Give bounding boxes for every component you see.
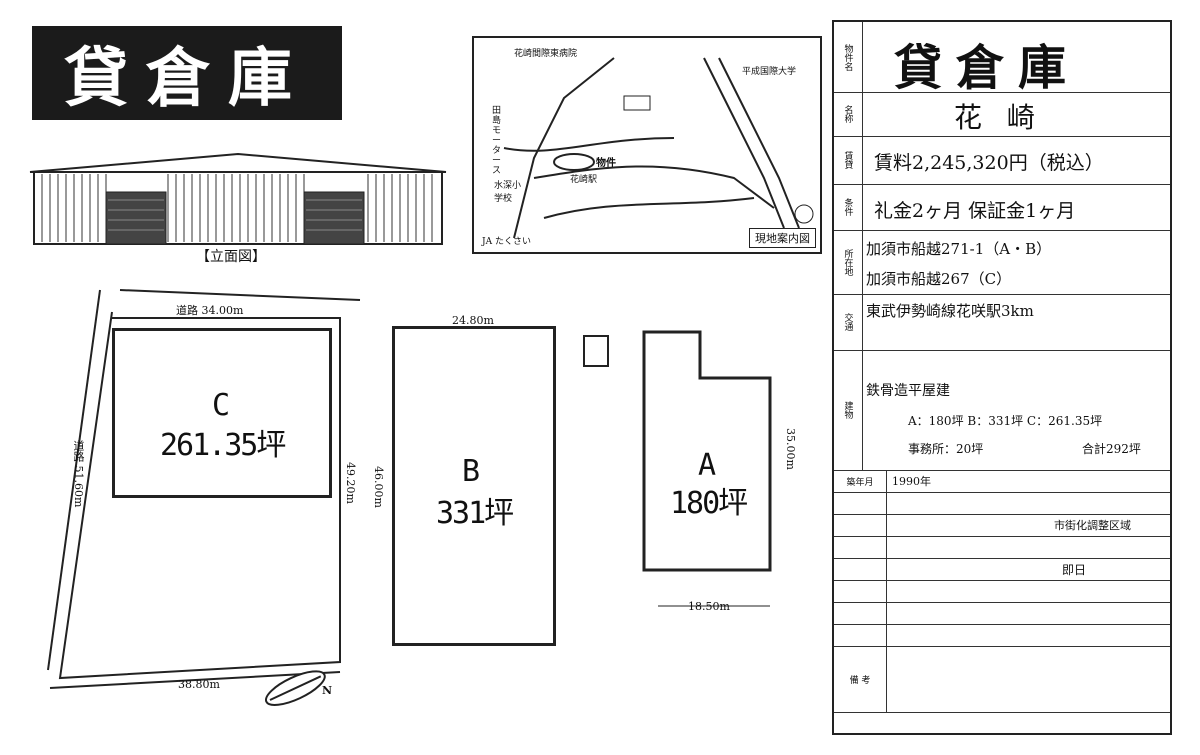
label-name: 名称: [834, 92, 863, 136]
building-c-label: C: [212, 388, 230, 423]
office-value: 事務所：20坪: [908, 442, 984, 456]
row-notes: 備 考: [834, 646, 1170, 713]
label-building: 建物: [834, 350, 863, 470]
label-blank-1: [834, 492, 887, 514]
building-b-outline: [392, 326, 556, 646]
address-line-2: 加須市船越267（C）: [866, 270, 1012, 288]
title-banner: 貸倉庫: [32, 26, 342, 120]
site-outline: [47, 289, 361, 706]
road-left-dim: 道路 51.60m: [72, 440, 85, 508]
zoning-value: 市街化調整区域: [1054, 519, 1131, 532]
table-title: 貸倉庫: [894, 40, 1081, 96]
label-rent: 賃貸: [834, 136, 863, 184]
transport-value: 東武伊勢崎線花咲駅3km: [866, 302, 1034, 320]
row-address: 所在地 加須市船越271-1（A・B） 加須市船越267（C）: [834, 230, 1170, 295]
building-b-area: 331坪: [436, 496, 514, 531]
label-zoning: [834, 514, 887, 536]
building-c-height: 49.20m: [344, 462, 357, 504]
row-title: 物件名 貸倉庫: [834, 22, 1170, 96]
structure-value: 鉄骨造平屋建: [866, 383, 950, 399]
areas-value: A：180坪 B：331坪 C：261.35坪: [908, 414, 1103, 428]
map-label-hospital: 花崎間際東病院: [514, 49, 578, 59]
row-built-year: 築年月 1990年: [834, 470, 1170, 493]
built-year-value: 1990年: [892, 475, 931, 488]
building-a-width: 18.50m: [688, 600, 730, 613]
row-blank-5: [834, 624, 1170, 647]
label-blank-4: [834, 602, 887, 624]
label-blank-2: [834, 536, 887, 558]
building-a-outline: [583, 330, 772, 607]
move-in-value: 即日: [1062, 563, 1087, 577]
map-label-motors: 田島モータース: [492, 106, 502, 176]
rent-value: 賃料2,245,320円（税込）: [874, 152, 1104, 174]
row-blank-3: [834, 580, 1170, 603]
label-transport: 交通: [834, 294, 863, 350]
deposit-value: 礼金2ヶ月 保証金1ヶ月: [874, 200, 1076, 222]
building-c-outline: [112, 328, 332, 498]
map-label-university: 平成国際大学: [742, 67, 797, 77]
building-b-height: 46.00m: [372, 466, 385, 508]
building-a-height: 35.00m: [784, 428, 797, 470]
row-move-in: 即日: [834, 558, 1170, 581]
row-blank-4: [834, 602, 1170, 625]
label-built-year: 築年月: [834, 470, 887, 492]
building-c-area: 261.35坪: [160, 428, 286, 463]
road-bottom-dim: 38.80m: [178, 678, 220, 691]
label-notes: 備 考: [834, 646, 887, 712]
row-blank-2: [834, 536, 1170, 559]
label-title: 物件名: [834, 22, 863, 92]
north-arrow: N: [322, 684, 333, 697]
map-label-property: 物件: [596, 158, 616, 169]
property-name: 花 崎: [954, 101, 1043, 134]
map-label-school: 水深小学校: [494, 181, 522, 204]
building-b-width: 24.80m: [452, 314, 494, 327]
elevation-drawing: [29, 152, 447, 245]
row-deposit: 条件 礼金2ヶ月 保証金1ヶ月: [834, 184, 1170, 231]
map-title: 現地案内図: [749, 228, 816, 248]
label-deposit: 条件: [834, 184, 863, 230]
building-a-area: 180坪: [670, 486, 748, 521]
building-a-label: A: [698, 448, 716, 483]
road-top-dim: 道路 34.00m: [176, 304, 244, 317]
total-value: 合計292坪: [1082, 442, 1141, 456]
row-name: 名称 花 崎: [834, 92, 1170, 137]
row-building: 建物 鉄骨造平屋建 A：180坪 B：331坪 C：261.35坪 事務所：20…: [834, 350, 1170, 471]
row-transport: 交通 東武伊勢崎線花咲駅3km: [834, 294, 1170, 351]
map-label-ja: JA たくさい: [482, 237, 531, 247]
address-line-1: 加須市船越271-1（A・B）: [866, 240, 1052, 258]
location-map: 花崎間際東病院 田島モータース 水深小学校 JA たくさい 物件 花崎駅 平成国…: [472, 36, 822, 254]
map-roads: [503, 57, 814, 239]
row-rent: 賃貸 賃料2,245,320円（税込）: [834, 136, 1170, 185]
label-blank-5: [834, 624, 887, 646]
building-b-label: B: [462, 454, 480, 489]
elevation-caption: 【立面図】: [196, 249, 266, 265]
label-move-in: [834, 558, 887, 580]
map-label-station: 花崎駅: [570, 175, 598, 185]
row-blank-1: [834, 492, 1170, 515]
label-blank-3: [834, 580, 887, 602]
label-address: 所在地: [834, 230, 863, 294]
property-info-table: 物件名 貸倉庫 名称 花 崎 賃貸 賃料2,245,320円（税込） 条件 礼金…: [832, 20, 1172, 735]
row-zoning: 市街化調整区域: [834, 514, 1170, 537]
